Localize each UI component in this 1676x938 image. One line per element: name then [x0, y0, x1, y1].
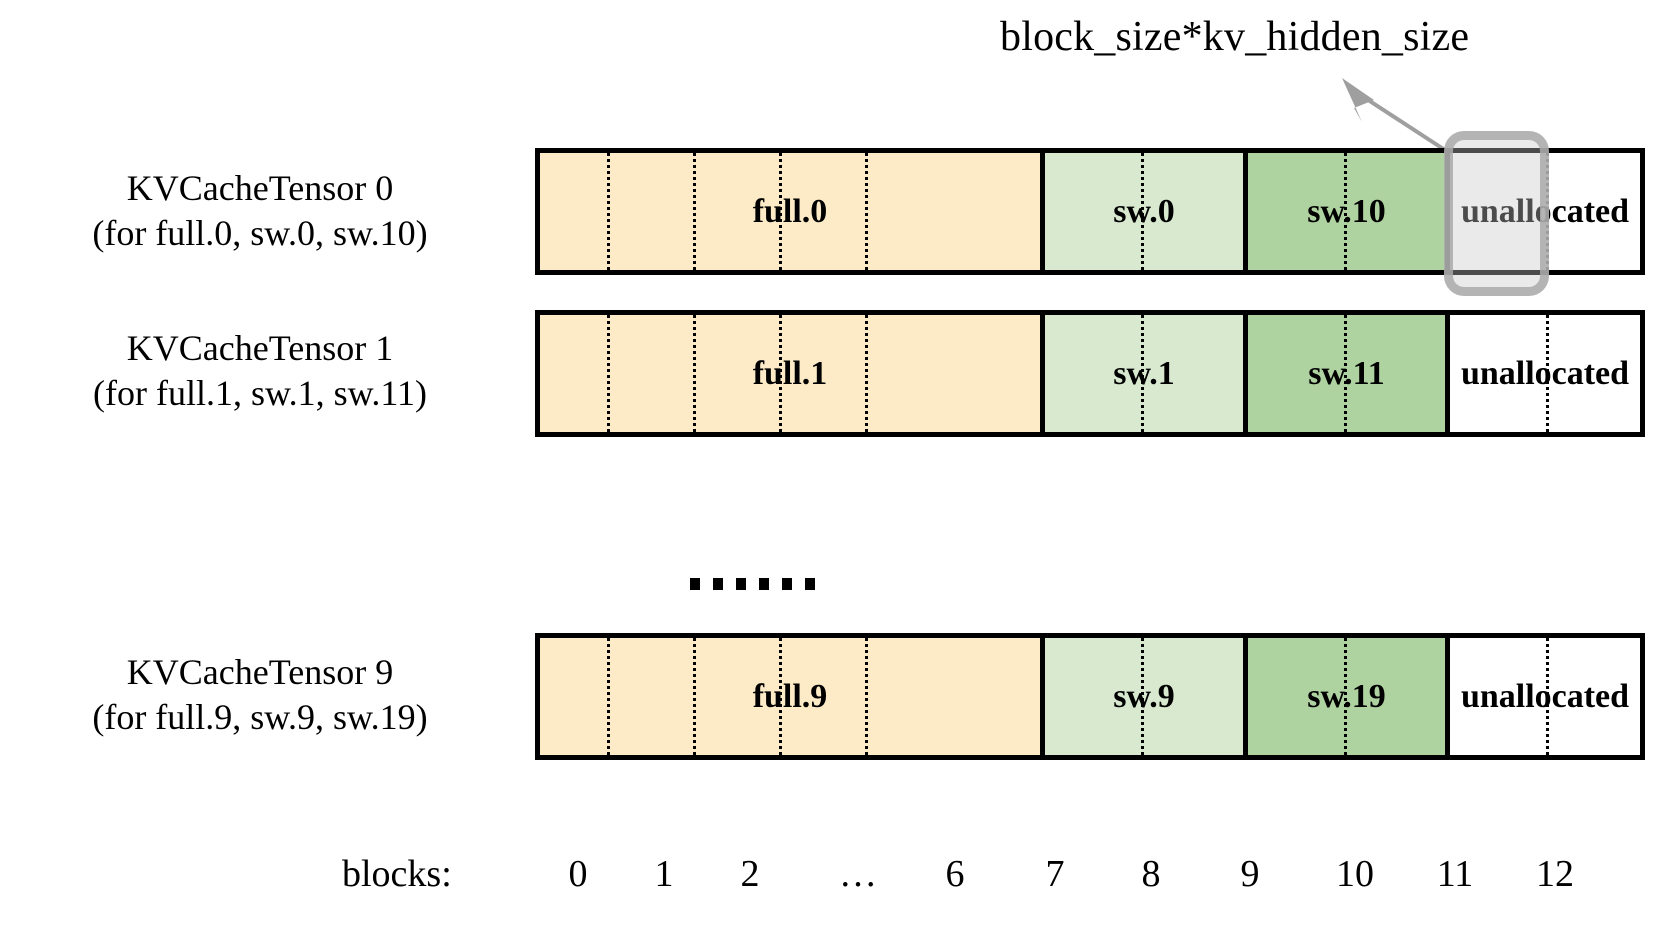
ellipsis-dot: [736, 578, 746, 590]
unallocated-segment-9[interactable]: unallocated: [1450, 638, 1640, 755]
axis-tick-ellipsis: …: [839, 853, 877, 895]
axis-tick-6: 6: [945, 853, 965, 895]
block-divider: [693, 315, 696, 432]
block-divider: [1546, 638, 1549, 755]
sw-segment-b-9[interactable]: sw.19: [1248, 638, 1450, 755]
block-divider: [865, 153, 868, 270]
axis-tick-10: 10: [1336, 853, 1374, 895]
row-label-subtitle: (for full.9, sw.9, sw.19): [92, 697, 428, 737]
block-divider: [693, 153, 696, 270]
ellipsis-dot: [759, 578, 769, 590]
block-divider: [693, 638, 696, 755]
block-divider: [607, 315, 610, 432]
unallocated-segment-label: unallocated: [1460, 354, 1630, 392]
row-label-title: KVCacheTensor 1: [126, 328, 394, 368]
block-divider: [607, 153, 610, 270]
axis-tick-8: 8: [1141, 853, 1161, 895]
axis-tick-9: 9: [1240, 853, 1260, 895]
full-segment-0[interactable]: full.0: [540, 153, 1045, 270]
full-segment-1[interactable]: full.1: [540, 315, 1045, 432]
row-label-subtitle: (for full.1, sw.1, sw.11): [93, 373, 427, 413]
block-divider: [779, 153, 782, 270]
row-label-subtitle: (for full.0, sw.0, sw.10): [92, 213, 428, 253]
full-segment-label: full.0: [752, 192, 828, 230]
full-segment-label: full.1: [752, 354, 828, 392]
row-label-title: KVCacheTensor 0: [126, 168, 394, 208]
axis-tick-1: 1: [654, 853, 674, 895]
axis-tick-7: 7: [1045, 853, 1065, 895]
block-divider: [1141, 153, 1144, 270]
axis-tick-11: 11: [1436, 853, 1474, 895]
block-divider: [1344, 153, 1347, 270]
vertical-ellipsis: [690, 578, 815, 590]
tensor-bar-kvcachetensor-1[interactable]: full.1 sw.1 sw.11 unallocated: [535, 310, 1645, 437]
block-divider: [1344, 315, 1347, 432]
row-label-kvcachetensor-0: KVCacheTensor 0 (for full.0, sw.0, sw.10…: [10, 166, 510, 256]
block-divider: [779, 315, 782, 432]
ellipsis-dot: [713, 578, 723, 590]
tensor-bar-kvcachetensor-0[interactable]: full.0 sw.0 sw.10 unallocated: [535, 148, 1645, 275]
axis-tick-2: 2: [740, 853, 760, 895]
row-label-title: KVCacheTensor 9: [126, 652, 394, 692]
highlighted-block-11-overlay[interactable]: [1444, 131, 1549, 296]
axis-tick-12: 12: [1536, 853, 1574, 895]
sw-segment-a-9[interactable]: sw.9: [1045, 638, 1248, 755]
block-divider: [607, 638, 610, 755]
axis-title: blocks:: [342, 853, 452, 895]
sw-segment-b-0[interactable]: sw.10: [1248, 153, 1450, 270]
sw-segment-b-1[interactable]: sw.11: [1248, 315, 1450, 432]
block-divider: [1141, 638, 1144, 755]
unallocated-segment-label: unallocated: [1460, 677, 1630, 715]
block-divider: [1141, 315, 1144, 432]
row-label-kvcachetensor-1: KVCacheTensor 1 (for full.1, sw.1, sw.11…: [10, 326, 510, 416]
row-label-kvcachetensor-9: KVCacheTensor 9 (for full.9, sw.9, sw.19…: [10, 650, 510, 740]
full-segment-9[interactable]: full.9: [540, 638, 1045, 755]
blocks-axis: blocks: 0 1 2 … 6 7 8 9 10 11 12: [0, 852, 1676, 912]
sw-segment-a-0[interactable]: sw.0: [1045, 153, 1248, 270]
callout-label: block_size*kv_hidden_size: [1000, 14, 1470, 60]
axis-tick-0: 0: [568, 853, 588, 895]
block-divider: [779, 638, 782, 755]
block-divider: [865, 315, 868, 432]
block-divider: [1546, 315, 1549, 432]
callout-arrow-icon: [1342, 78, 1450, 154]
ellipsis-dot: [690, 578, 700, 590]
block-divider: [1344, 638, 1347, 755]
block-divider: [865, 638, 868, 755]
sw-segment-a-1[interactable]: sw.1: [1045, 315, 1248, 432]
unallocated-segment-1[interactable]: unallocated: [1450, 315, 1640, 432]
full-segment-label: full.9: [752, 677, 828, 715]
ellipsis-dot: [805, 578, 815, 590]
ellipsis-dot: [782, 578, 792, 590]
tensor-bar-kvcachetensor-9[interactable]: full.9 sw.9 sw.19 unallocated: [535, 633, 1645, 760]
